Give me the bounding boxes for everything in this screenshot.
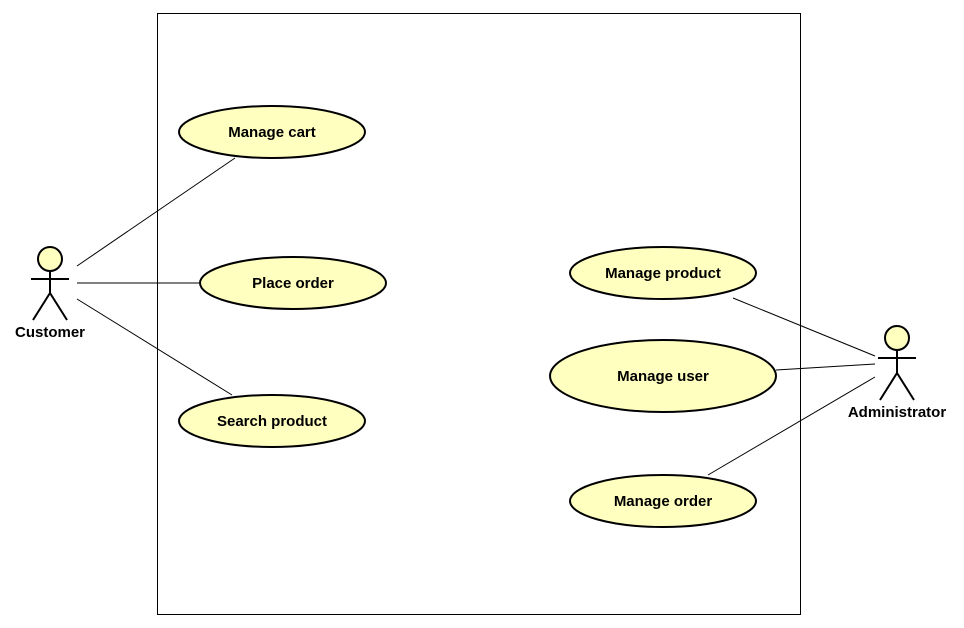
use-case-label: Manage cart	[228, 124, 316, 141]
actor-leg-left	[879, 372, 898, 401]
use-case-place-order[interactable]: Place order	[199, 256, 387, 310]
use-case-ellipse	[178, 394, 366, 448]
actor-head-icon	[884, 325, 910, 351]
use-case-ellipse	[178, 105, 366, 159]
use-case-search-product[interactable]: Search product	[178, 394, 366, 448]
use-case-label: Manage order	[614, 493, 713, 510]
use-case-ellipse	[199, 256, 387, 310]
actor-administrator[interactable]	[878, 325, 916, 401]
use-case-ellipse	[569, 246, 757, 300]
actor-customer[interactable]	[31, 246, 69, 321]
association-customer-search-product	[76, 298, 233, 396]
association-administrator-manage-product	[732, 297, 876, 357]
use-case-manage-cart[interactable]: Manage cart	[178, 105, 366, 159]
use-case-manage-product[interactable]: Manage product	[569, 246, 757, 300]
use-case-label: Place order	[252, 275, 334, 292]
use-case-label: Search product	[217, 413, 327, 430]
association-administrator-manage-user	[775, 363, 876, 371]
actor-label-administrator: Administrator	[848, 404, 947, 421]
actor-label-customer: Customer	[15, 324, 85, 341]
association-administrator-manage-order	[707, 376, 876, 476]
use-case-label: Manage product	[605, 265, 721, 282]
actor-head-icon	[37, 246, 63, 272]
actor-leg-left	[32, 292, 51, 321]
use-case-manage-order[interactable]: Manage order	[569, 474, 757, 528]
actor-leg-right	[896, 372, 915, 401]
actor-leg-right	[49, 292, 68, 321]
use-case-ellipse	[569, 474, 757, 528]
use-case-manage-user[interactable]: Manage user	[549, 339, 777, 413]
use-case-label: Manage user	[617, 368, 709, 385]
association-customer-manage-cart	[76, 157, 236, 267]
associations	[76, 157, 876, 476]
use-case-ellipse	[549, 339, 777, 413]
